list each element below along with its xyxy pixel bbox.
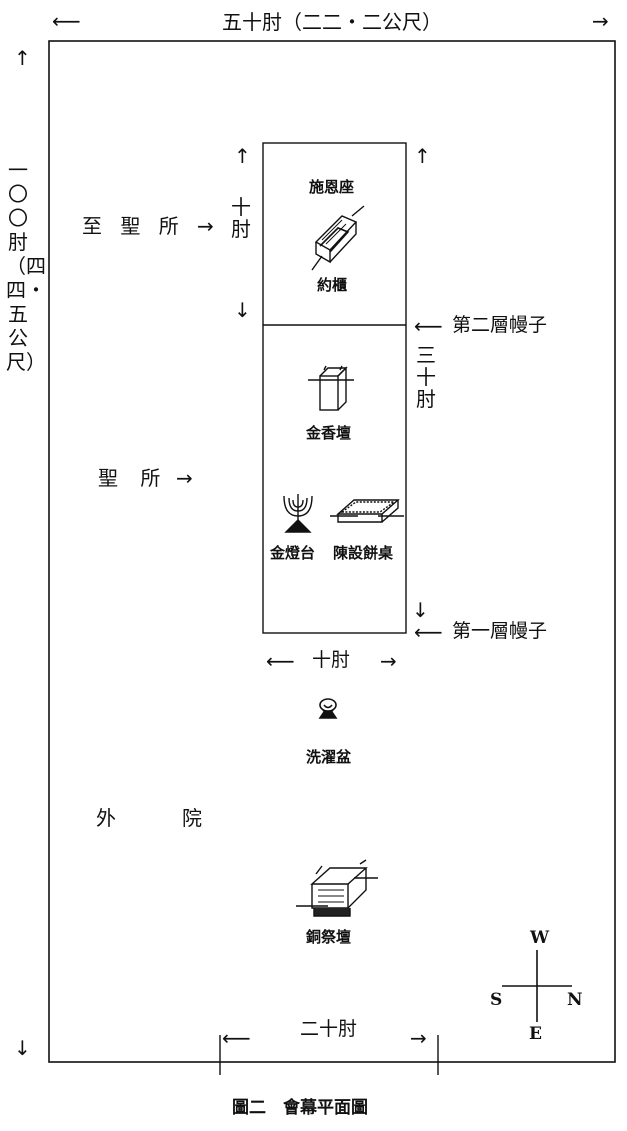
top-left-arrow: ⟵ [52, 9, 81, 33]
thirty-cubits-up-arrow: ↑ [414, 144, 431, 168]
twenty-cubits-right-arrow: → [410, 1026, 427, 1050]
top-right-arrow: → [592, 9, 609, 33]
left-down-arrow: ↓ [14, 1036, 31, 1060]
holy-of-holies-label: 至 聖 所 [82, 214, 185, 238]
left-dimension-label: 一〇〇肘（四四・五公尺） [6, 158, 46, 374]
mercy-seat-label: 施恩座 [309, 178, 355, 196]
holy-place-arrow: → [176, 466, 193, 490]
lampstand-label: 金燈台 [270, 544, 316, 562]
tabernacle-border [262, 142, 407, 634]
second-veil-label: 第二層幔子 [452, 314, 548, 336]
showbread-table-icon [330, 499, 404, 523]
compass-s: S [490, 990, 503, 1010]
twenty-cubits-left-arrow: ⟵ [222, 1026, 251, 1050]
ten-cubits-left-arrow: ⟵ [266, 649, 295, 673]
compass-e: E [529, 1024, 542, 1044]
compass-cross [502, 950, 572, 1022]
incense-altar-label: 金香壇 [306, 424, 352, 442]
showbread-table-label: 陳設餅桌 [333, 544, 394, 562]
ten-cubits-down-arrow: ↓ [234, 298, 251, 322]
ark-icon [311, 205, 365, 271]
second-veil-arrow: ⟵ [414, 314, 443, 338]
lampstand-icon [283, 494, 313, 533]
thirty-cubits-down-arrow: ↓ [412, 598, 429, 622]
outer-court-label-1: 外 [96, 806, 116, 830]
ten-cubits-right-arrow: → [380, 649, 397, 673]
figure-caption: 圖二 會幕平面圖 [232, 1098, 368, 1118]
outer-court-border [48, 40, 616, 1063]
first-veil-label: 第一層幔子 [452, 620, 548, 642]
left-up-arrow: ↑ [14, 46, 31, 70]
holy-of-holies-arrow: → [197, 214, 214, 238]
twenty-cubits-label: 二十肘 [300, 1018, 358, 1040]
ten-cubits-horizontal-label: 十肘 [312, 649, 351, 671]
holy-place-label: 聖 所 [98, 466, 169, 490]
outer-court-label-2: 院 [182, 806, 202, 830]
incense-altar-icon [308, 365, 354, 411]
compass-n: N [567, 990, 583, 1010]
bronze-altar-icon [296, 859, 378, 917]
compass-w: W [530, 928, 550, 948]
laver-icon [318, 698, 338, 719]
thirty-cubits-vertical-label: 三十肘 [416, 343, 436, 411]
bronze-altar-label: 銅祭壇 [306, 928, 352, 946]
first-veil-arrow: ⟵ [414, 620, 443, 644]
ark-label: 約櫃 [317, 276, 348, 294]
ten-cubits-vertical-label: 十肘 [231, 195, 251, 241]
laver-label: 洗濯盆 [306, 748, 352, 766]
top-dimension-label: 五十肘（二二・二公尺） [222, 10, 442, 34]
ten-cubits-up-arrow: ↑ [234, 144, 251, 168]
